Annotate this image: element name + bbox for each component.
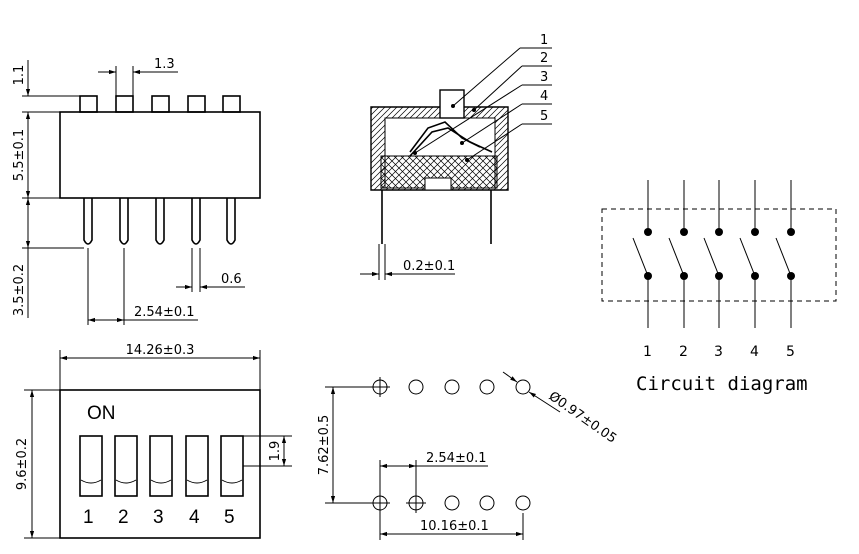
dim-1-9: 1.9 bbox=[268, 441, 283, 462]
circuit-number-1: 1 bbox=[643, 344, 652, 360]
slider-slots bbox=[79, 435, 244, 497]
actuators bbox=[79, 95, 241, 113]
circuit-number-4: 4 bbox=[750, 344, 759, 360]
dim-2-54: 2.54±0.1 bbox=[134, 305, 195, 320]
dim-7-62: 7.62±0.5 bbox=[317, 415, 332, 476]
switch-2 bbox=[668, 180, 688, 328]
callout-5: 5 bbox=[540, 109, 548, 124]
pins bbox=[83, 198, 236, 245]
dim-0-2: 0.2±0.1 bbox=[403, 259, 455, 274]
switch-3 bbox=[703, 180, 723, 328]
callout-3: 3 bbox=[540, 70, 548, 85]
dim-14-26: 14.26±0.3 bbox=[126, 343, 195, 358]
on-label: ON bbox=[87, 403, 116, 424]
circuit-number-3: 3 bbox=[714, 344, 723, 360]
switch-4 bbox=[739, 180, 759, 328]
switch-number-1: 1 bbox=[83, 507, 94, 528]
side-view: 1.1 5.5±0.1 3.5±0.2 1.3 0.6 2.54±0.1 bbox=[12, 57, 261, 325]
dim-5-5: 5.5±0.1 bbox=[12, 129, 27, 181]
circuit-number-5: 5 bbox=[786, 344, 795, 360]
dim-span: 10.16±0.1 bbox=[420, 519, 489, 534]
dim-9-6: 9.6±0.2 bbox=[15, 438, 30, 490]
switch-number-3: 3 bbox=[153, 507, 164, 528]
switch-body bbox=[59, 111, 261, 199]
top-view: 14.26±0.3 9.6±0.2 ON 1 2 3 4 5 1.9 bbox=[15, 343, 292, 539]
callout-2: 2 bbox=[540, 51, 548, 66]
callout-1: 1 bbox=[540, 33, 548, 48]
circuit-number-2: 2 bbox=[679, 344, 688, 360]
switch-number-5: 5 bbox=[224, 507, 235, 528]
circuit-diagram: 1 2 3 4 5 Circuit diagram bbox=[601, 180, 837, 395]
callout-4: 4 bbox=[540, 89, 548, 104]
dim-1-3: 1.3 bbox=[154, 57, 175, 72]
cross-section: 1 2 3 4 5 0.2±0.1 bbox=[360, 33, 552, 280]
switch-number-4: 4 bbox=[189, 507, 200, 528]
hole-row-bottom bbox=[372, 495, 531, 511]
pcb-footprint: 7.62±0.5 Ø0.97±0.05 2.54±0.1 10.16±0.1 bbox=[317, 371, 619, 540]
switch-1 bbox=[632, 180, 652, 328]
dim-3-5: 3.5±0.2 bbox=[12, 264, 27, 316]
hole-row-top bbox=[372, 379, 531, 395]
circuit-caption: Circuit diagram bbox=[636, 373, 808, 395]
dim-pitch: 2.54±0.1 bbox=[426, 451, 487, 466]
dim-1-1: 1.1 bbox=[12, 65, 27, 86]
switch-number-2: 2 bbox=[118, 507, 129, 528]
dim-hole-diameter: Ø0.97±0.05 bbox=[546, 389, 619, 447]
switch-5 bbox=[775, 180, 795, 328]
dim-0-6: 0.6 bbox=[221, 272, 242, 287]
top-body bbox=[59, 389, 261, 539]
